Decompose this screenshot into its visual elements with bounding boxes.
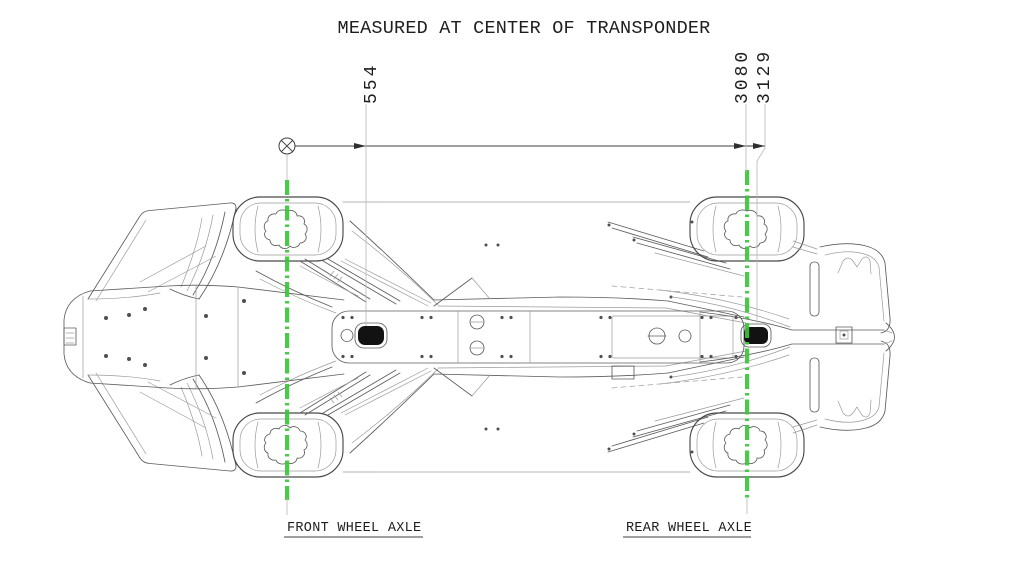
dimension-value-3080: 3080 [733, 49, 753, 104]
arrowhead-3129 [753, 143, 765, 149]
datum-target-icon [278, 137, 296, 180]
plank-screws [341, 315, 738, 359]
rear-wing [792, 240, 891, 334]
arrowhead-554 [354, 143, 366, 149]
car-half-bottom [88, 341, 890, 477]
diffuser-strakes [659, 289, 791, 328]
car-drawing [63, 196, 895, 477]
front-transponder [340, 322, 388, 349]
rear-suspension [607, 221, 745, 277]
front-axle-label: FRONT WHEEL AXLE [284, 521, 423, 538]
dimension-value-554: 554 [362, 63, 382, 104]
dimension-layer: 554 3080 3129 [278, 49, 775, 326]
front-transponder-body [358, 326, 384, 345]
rear-transponder-leader-line [756, 104, 766, 323]
rear-axle-label: REAR WHEEL AXLE [623, 521, 752, 538]
nose-camera [63, 327, 77, 346]
rear-axle-label-text: REAR WHEEL AXLE [626, 521, 752, 536]
rear-transponder-body [744, 327, 768, 344]
floor-edge [349, 220, 747, 324]
plank [331, 310, 745, 380]
brake-duct-scallop [263, 209, 308, 249]
page-title: MEASURED AT CENTER OF TRANSPONDER [338, 18, 711, 39]
nose-fasteners [104, 299, 246, 375]
axle-centerlines [284, 170, 750, 515]
front-suspension [299, 258, 432, 307]
nose [63, 284, 345, 390]
car-half-top [87, 196, 891, 334]
front-axle-label-text: FRONT WHEEL AXLE [287, 521, 421, 536]
dimension-value-3129: 3129 [755, 49, 775, 104]
bargeboard-vanes [255, 265, 359, 314]
rear-transponder [740, 323, 772, 348]
arrowhead-3080 [734, 143, 746, 149]
